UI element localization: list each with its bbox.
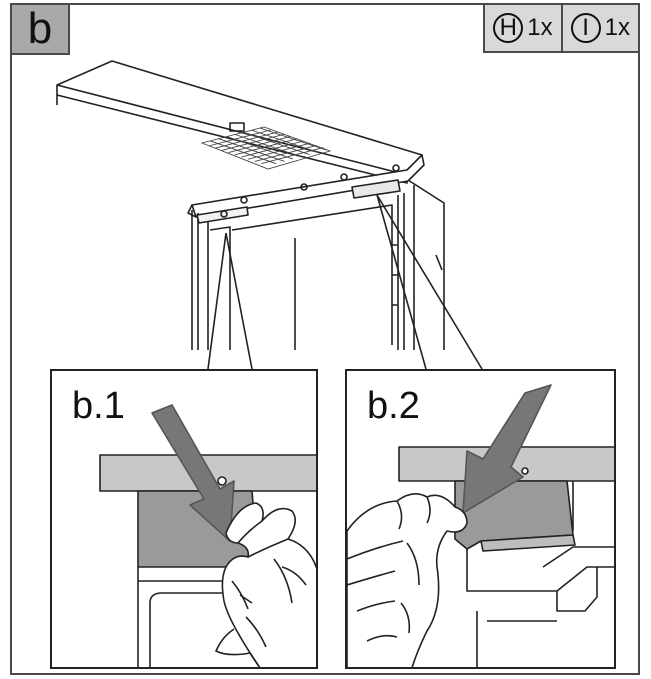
detail-b1-label: b.1 (72, 385, 125, 427)
press-arrow (151, 404, 235, 542)
label-grid (200, 126, 332, 170)
hinge-cover (351, 179, 401, 199)
part-i-qty: 1x (604, 14, 630, 41)
part-i-icon: I (570, 13, 601, 43)
step-label: b (27, 4, 53, 53)
detail-b1: b.1 (50, 369, 318, 669)
detail-b2: b.2 (345, 369, 616, 669)
part-i: I 1x (560, 5, 638, 51)
detail-b1-illustration (99, 404, 316, 667)
part-h: H 1x (485, 5, 561, 51)
cabinet-illustration (56, 60, 483, 370)
step-badge: b (12, 5, 70, 55)
hand (347, 493, 468, 667)
instruction-frame: b H 1x I 1x b.1 (10, 3, 640, 675)
detail-b2-label: b.2 (367, 385, 420, 427)
detail-b2-illustration (347, 384, 614, 667)
part-h-icon: H (493, 13, 524, 43)
door-panel (407, 179, 445, 350)
press-arrow (462, 384, 552, 514)
hand (221, 502, 316, 667)
parts-list: H 1x I 1x (483, 5, 638, 53)
part-h-qty: 1x (527, 14, 553, 41)
